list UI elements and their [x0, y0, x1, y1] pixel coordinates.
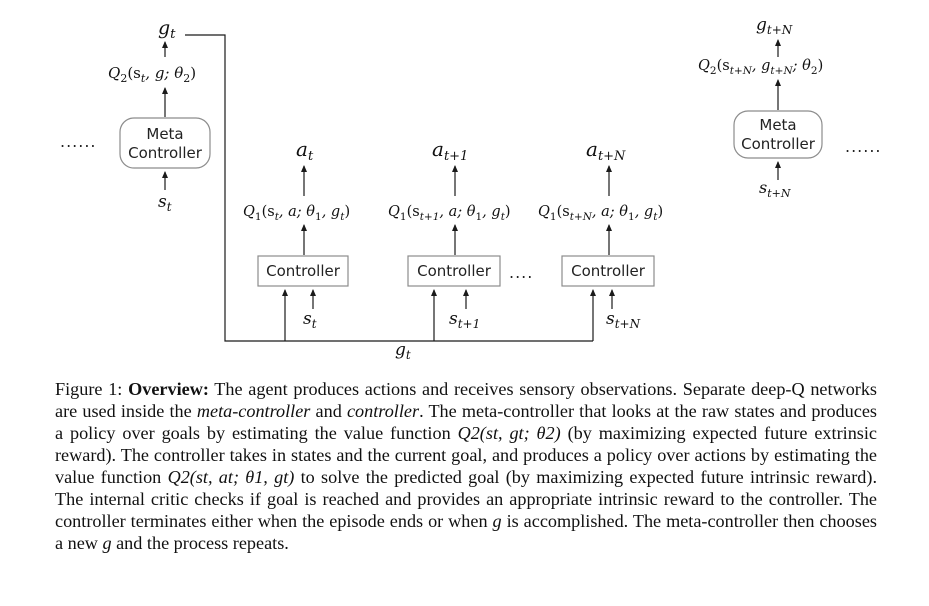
caption-text-4: (by maximizing expected future extrinsic…: [55, 423, 877, 487]
controllers-ellipsis: ....: [509, 263, 533, 282]
controller-t-box: [257, 255, 349, 287]
caption-text-3: . The meta-controller that looks at the …: [55, 401, 877, 443]
left-meta-q-function: Q2(st, g; θ2): [108, 64, 196, 85]
figure-label: Figure 1:: [55, 379, 123, 399]
controller-tN-group: at+N Q1(st+N, a; θ1, gt) Controller st+N: [538, 137, 663, 341]
controller-t-box-label: Controller: [266, 262, 341, 280]
caption-text-5: to solve the predicted goal (by maximizi…: [55, 467, 877, 531]
caption-math-g-1: g: [492, 511, 502, 531]
left-meta-controller-box: [119, 117, 211, 169]
right-ellipsis: ......: [845, 137, 882, 156]
controller-t1-group: at+1 Q1(st+1, a; θ1, gt) Controller st+1: [388, 137, 511, 341]
left-meta-input-state: st: [158, 192, 172, 214]
controller-t1-action: at+1: [432, 137, 468, 164]
controller-tN-state: st+N: [606, 309, 641, 331]
right-meta-output-goal: gt+N: [756, 15, 793, 37]
controller-tN-q-function: Q1(st+N, a; θ1, gt): [538, 204, 663, 223]
right-meta-q-function: Q2(st+N, gt+N; θ2): [698, 58, 823, 77]
caption-text-7: and the process repeats.: [111, 533, 289, 553]
caption-italic-meta-controller: meta-controller: [196, 401, 311, 421]
bottom-goal-label: gt: [395, 340, 411, 362]
right-meta-input-state: st+N: [759, 178, 791, 200]
right-meta-controller-group: gt+N Q2(st+N, gt+N; θ2) Meta Controller …: [698, 15, 882, 200]
left-meta-controller-group: gt Q2(st, g; θ2) Meta Controller st ....…: [60, 17, 211, 214]
controller-tN-box-label: Controller: [571, 262, 646, 280]
controller-t1-box: [407, 255, 501, 287]
caption-text-1: The agent produces actions and receives …: [55, 379, 878, 421]
controller-t1-state: st+1: [449, 309, 480, 331]
controller-tN-action: at+N: [586, 137, 626, 164]
caption-title: Overview:: [128, 379, 209, 399]
caption-math-q2-controller: Q2(st, at; θ1, gt): [167, 467, 295, 487]
goal-broadcast-wire: [185, 34, 593, 342]
caption-text-2: and: [310, 401, 347, 421]
controller-t1-q-function: Q1(st+1, a; θ1, gt): [388, 204, 511, 223]
right-meta-box-label-2: Controller: [741, 135, 816, 153]
left-ellipsis: ......: [60, 132, 97, 151]
caption-italic-controller: controller: [346, 401, 420, 421]
caption-math-q2: Q2(st, gt; θ2): [457, 423, 561, 443]
left-meta-box-label-1: Meta: [146, 125, 183, 143]
caption-text-6: is accomplished. The meta-controller the…: [55, 511, 877, 553]
caption-math-g-2: g: [102, 533, 112, 553]
controller-t-state: st: [303, 309, 317, 331]
left-meta-output-goal: gt: [158, 17, 176, 42]
left-meta-box-label-2: Controller: [128, 144, 203, 162]
controller-tN-box: [561, 255, 655, 287]
controller-t-group: at Q1(st, a; θ1, gt) Controller st: [243, 137, 350, 341]
right-meta-controller-box: [733, 110, 823, 159]
hierarchical-architecture-diagram: gt Q2(st, g; θ2) Meta Controller st ....…: [60, 15, 882, 362]
controller-t-q-function: Q1(st, a; θ1, gt): [243, 204, 350, 223]
right-meta-box-label-1: Meta: [759, 116, 796, 134]
figure-caption: Figure 1: Overview: The agent produces a…: [55, 378, 877, 554]
controller-t-action: at: [296, 137, 314, 164]
controller-t1-box-label: Controller: [417, 262, 492, 280]
